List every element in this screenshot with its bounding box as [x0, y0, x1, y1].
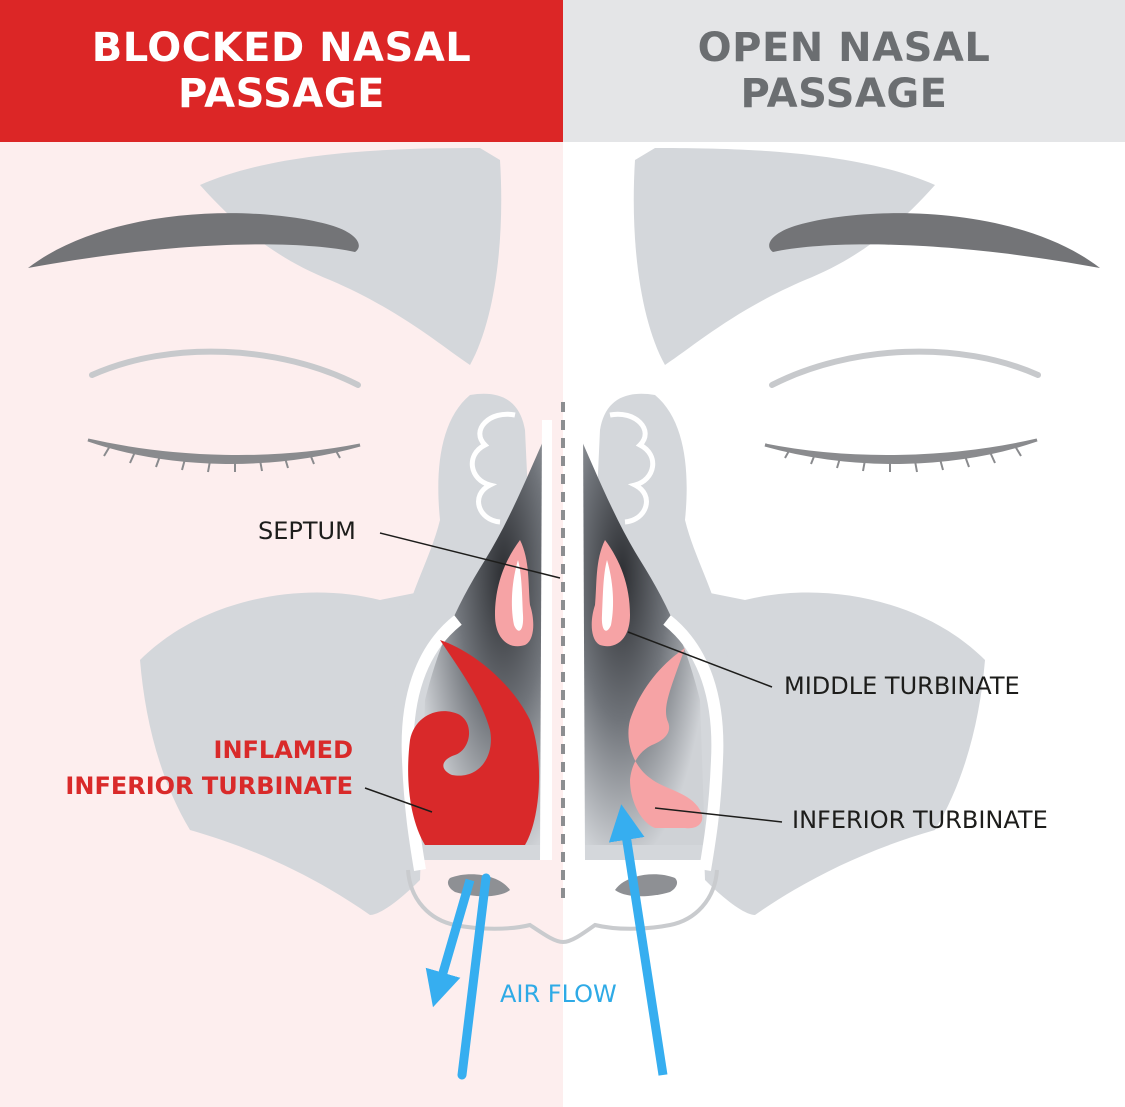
open-header: OPEN NASAL PASSAGE [563, 0, 1125, 142]
open-header-line1: OPEN NASAL [697, 25, 991, 71]
airflow-arrow-blocked-out [425, 878, 475, 1008]
label-inflamed-line1: INFLAMED [213, 736, 353, 764]
frontal-bone-left [200, 148, 502, 365]
label-inferior-turbinate: INFERIOR TURBINATE [792, 806, 1048, 834]
leader-septum [379, 532, 561, 579]
label-inflamed-line2: INFERIOR TURBINATE [65, 772, 353, 800]
airflow-arrow-blocked-in [457, 873, 491, 1080]
label-inflamed-inferior-turbinate: INFLAMED INFERIOR TURBINATE [65, 732, 353, 804]
sinus-outline-left [401, 615, 462, 871]
frontal-bone-right [633, 148, 935, 365]
eyebrow-right [769, 213, 1100, 268]
label-air-flow: AIR FLOW [500, 980, 617, 1008]
blocked-header-line1: BLOCKED NASAL [91, 25, 472, 71]
label-middle-turbinate: MIDDLE TURBINATE [784, 672, 1020, 700]
septum-wall-left [540, 420, 552, 860]
septum-wall-right [573, 420, 585, 860]
cheek-tissue-right [695, 590, 985, 915]
inferior-turbinate-right [628, 648, 703, 829]
leader-inflamed-turbinate [364, 787, 433, 813]
sinus-outline-right [663, 615, 724, 871]
blocked-header: BLOCKED NASAL PASSAGE [0, 0, 563, 142]
leader-middle-turbinate [627, 631, 773, 688]
eyebrow-left [28, 213, 359, 268]
closed-eye-left [87, 438, 361, 473]
closed-eye-right [764, 438, 1038, 473]
middle-turbinate-left-core [511, 560, 524, 631]
blocked-header-bar [0, 0, 563, 142]
blocked-header-line2: PASSAGE [177, 71, 386, 117]
cheek-tissue-left [140, 590, 430, 915]
inflamed-inferior-turbinate [408, 640, 540, 845]
ethmoid-folds-right [609, 411, 656, 525]
ethmoid-folds-left [469, 411, 516, 525]
open-header-bar [563, 0, 1125, 142]
leader-inferior-turbinate [654, 807, 783, 823]
airflow-arrow-open [608, 804, 668, 1076]
middle-turbinate-right-core [601, 560, 614, 631]
label-septum: SEPTUM [258, 517, 356, 545]
open-header-line2: PASSAGE [740, 71, 948, 117]
eyelid-crease-left [89, 348, 361, 388]
eyelid-crease-right [769, 348, 1041, 388]
